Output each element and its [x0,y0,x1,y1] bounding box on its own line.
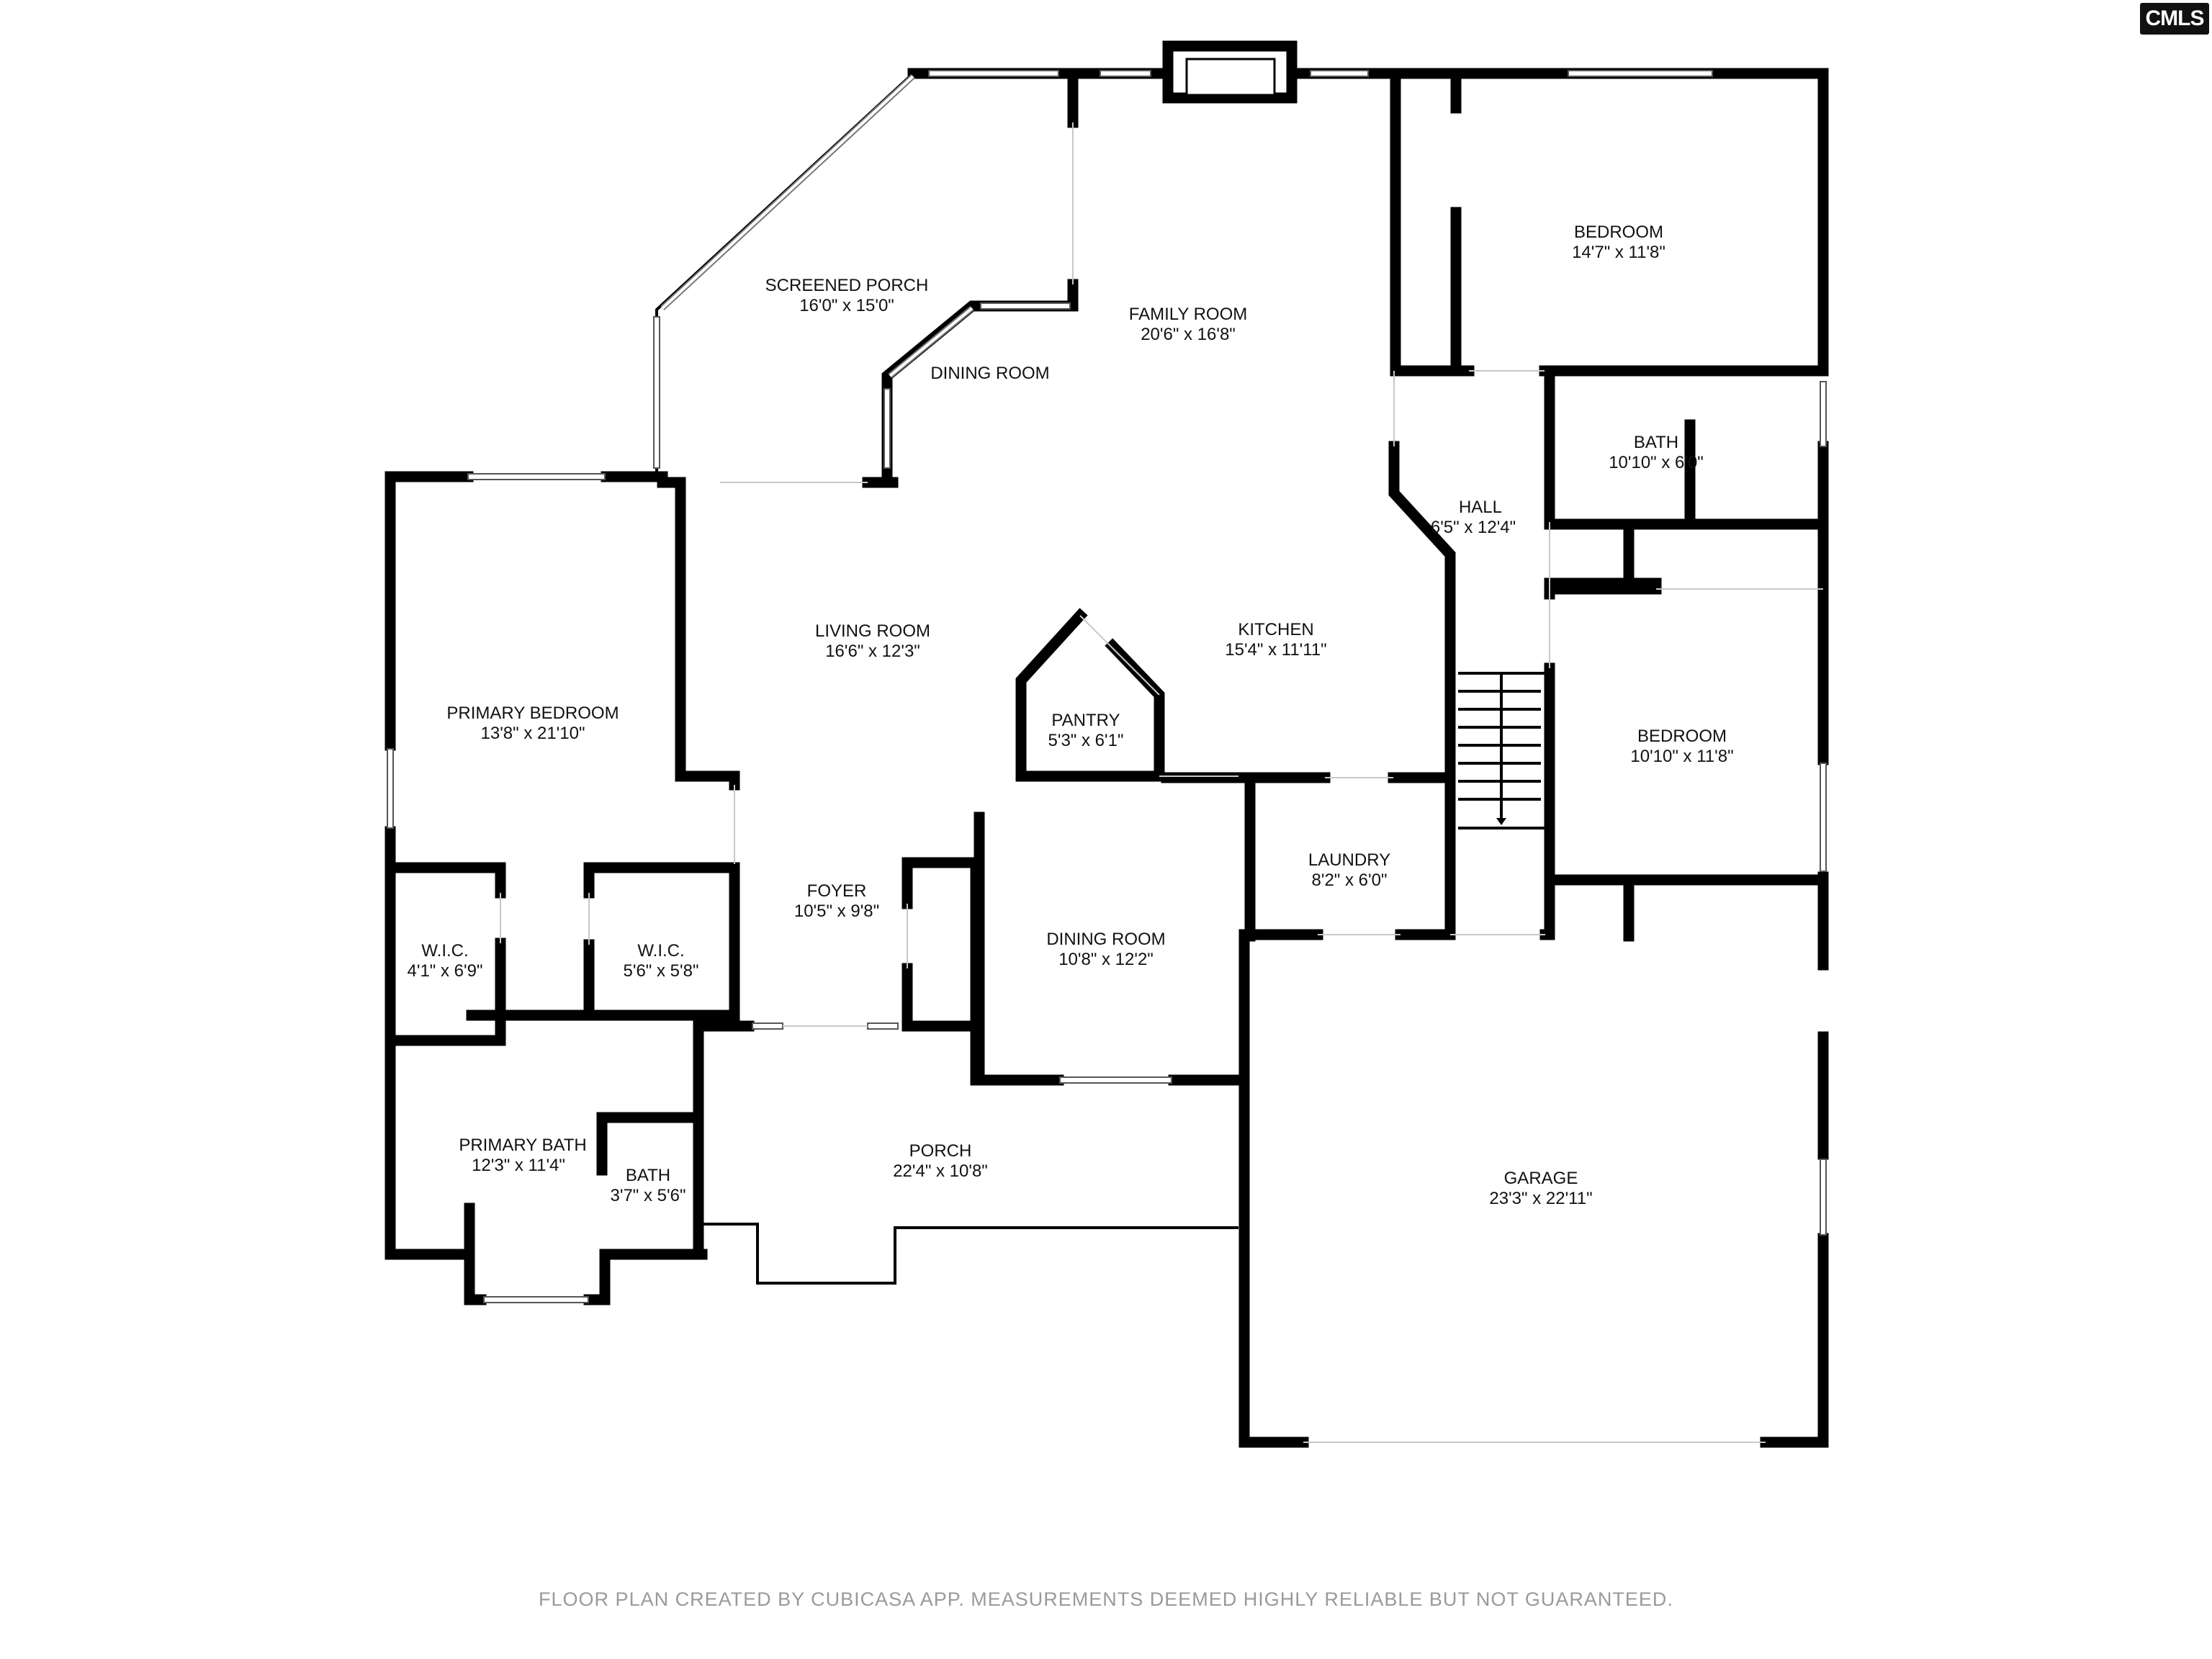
room-dim-bath-e: 10'10" x 6'0" [1609,453,1704,472]
room-dim-bedroom-ne: 14'7" x 11'8" [1572,243,1665,262]
wall-primary-north [385,471,474,751]
room-dim-bath-small: 3'7" x 5'6" [611,1186,686,1205]
window [1820,1159,1827,1236]
wall-wic1-2 [385,938,506,1046]
window [1100,70,1151,77]
room-name-hall: HALL [1459,498,1502,517]
room-name-dining-room: DINING ROOM [1046,930,1165,949]
room-dim-family-room: 20'6" x 16'8" [1141,325,1236,344]
room-dim-hall: 6'5" x 12'4" [1431,518,1516,537]
wall-porch-divider-lower [881,279,1079,488]
room-name-wic-1: W.I.C. [421,941,468,961]
window [653,316,660,469]
window [752,1022,783,1030]
room-dim-bedroom-e: 10'10" x 11'8" [1630,747,1733,766]
room-name-bath-small: BATH [626,1166,670,1185]
room-dim-garage: 23'3" x 22'11" [1489,1189,1592,1208]
room-dim-kitchen: 15'4" x 11'11" [1225,640,1326,660]
room-name-porch: PORCH [909,1141,972,1161]
room-name-living-room: LIVING ROOM [815,621,930,641]
window [1820,763,1827,872]
room-name-wic-2: W.I.C. [637,941,684,961]
walls [385,40,1829,1448]
wall-living-west [675,477,740,782]
wall-pantry [1015,608,1165,782]
room-name-kitchen: KITCHEN [1238,620,1313,639]
wall-primary-bath-bump-3 [583,1249,708,1305]
window [1059,1076,1172,1084]
room-dim-porch: 22'4" x 10'8" [893,1161,988,1181]
room-dim-laundry: 8'2" x 6'0" [1312,871,1388,890]
room-name-bedroom-ne: BEDROOM [1574,222,1663,242]
wall-hall-west [1388,441,1456,783]
room-dim-screened-porch: 16'0" x 15'0" [799,296,894,315]
room-name-dining-room-upper: DINING ROOM [930,364,1049,383]
wall-dining-south [970,1020,1064,1086]
room-name-bath-e: BATH [1634,433,1678,452]
window [928,70,1059,77]
fireplace-hearth [1185,58,1276,96]
window [387,748,394,829]
wall-porch-outline [702,1223,1238,1285]
room-name-primary-bath: PRIMARY BATH [459,1136,586,1155]
wall-foyer-closet [902,857,981,1032]
room-name-family-room: FAMILY ROOM [1129,305,1247,324]
footer-disclaimer: FLOOR PLAN CREATED BY CUBICASA APP. MEAS… [539,1588,1673,1610]
room-name-pantry: PANTRY [1051,711,1120,730]
room-labels: SCREENED PORCH 16'0" x 15'0" FAMILY ROOM… [408,222,1734,1208]
room-name-screened-porch: SCREENED PORCH [765,276,929,295]
room-dim-primary-bedroom: 13'8" x 21'10" [481,724,585,743]
room-dim-living-room: 16'6" x 12'3" [825,642,920,661]
windows [387,70,1827,1303]
room-name-laundry: LAUNDRY [1308,850,1390,870]
window [1820,381,1827,447]
room-dim-pantry: 5'3" x 6'1" [1048,731,1124,750]
room-name-foyer: FOYER [807,881,867,901]
stairs [1458,672,1550,830]
window [1310,70,1369,77]
room-name-bedroom-e: BEDROOM [1637,727,1727,746]
wall-small-bath [596,1112,704,1260]
window [483,1296,589,1303]
room-dim-wic-2: 5'6" x 5'8" [624,961,699,981]
window [867,1022,899,1030]
wall-hall-east-lower [1539,874,1555,940]
room-dim-dining-room: 10'8" x 12'2" [1058,950,1154,969]
wall-primary-bath-bump-2 [464,1249,487,1305]
window [980,302,1071,310]
room-name-primary-bedroom: PRIMARY BEDROOM [446,703,619,723]
room-dim-wic-1: 4'1" x 6'9" [408,961,483,981]
window [1568,70,1713,77]
openings [500,122,1823,1443]
wall-primary-west-lower [385,826,475,1260]
room-dim-primary-bath: 12'3" x 11'4" [472,1156,565,1175]
room-name-garage: GARAGE [1504,1169,1578,1188]
wall-wic2 [583,862,740,1021]
window [884,388,891,469]
window [467,473,606,480]
cmls-logo: CMLS [2140,3,2209,35]
room-dim-foyer: 10'5" x 9'8" [794,902,879,921]
wall-wic1 [385,862,506,899]
